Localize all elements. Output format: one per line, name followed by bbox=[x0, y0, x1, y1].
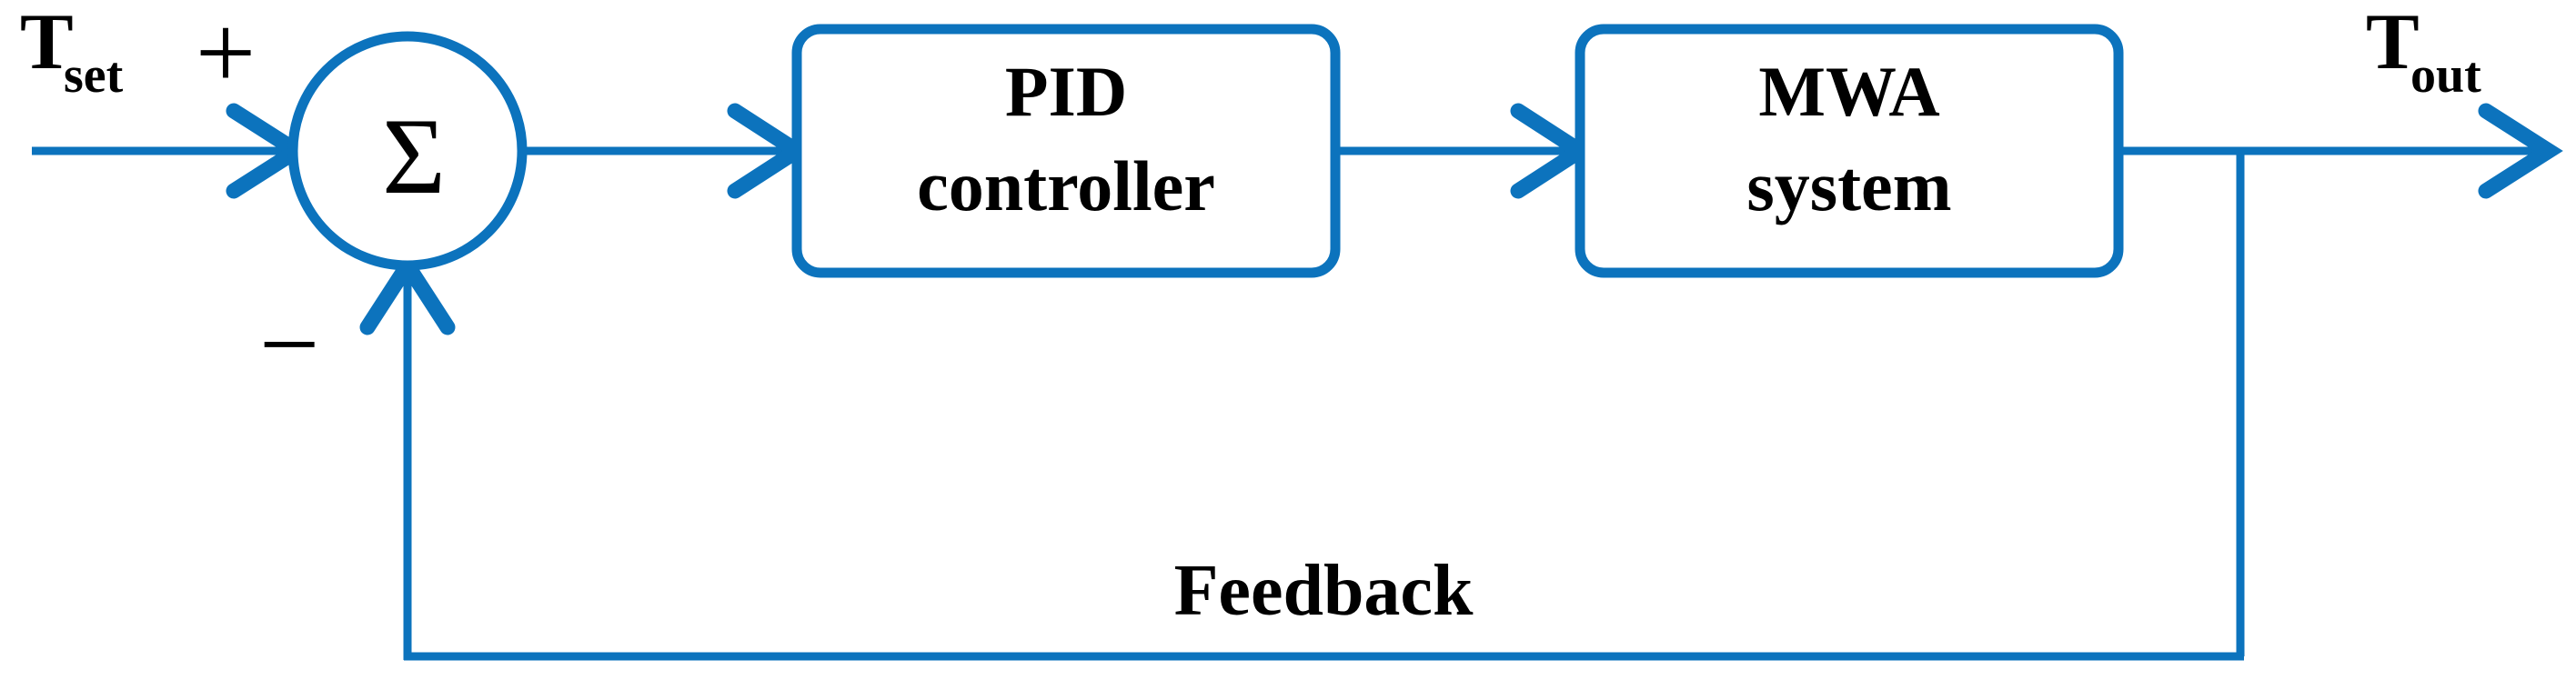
output-signal-label: T out bbox=[2366, 0, 2481, 104]
summing-junction-circle bbox=[287, 31, 528, 271]
mwa-system-label-line-2: system bbox=[1746, 146, 1951, 225]
plus-sign: + bbox=[196, 0, 257, 112]
mwa-system-box bbox=[1575, 24, 2124, 278]
mwa-system-label-line-1: MWA bbox=[1758, 52, 1939, 131]
pid-controller-box bbox=[791, 24, 1341, 278]
minus-sign: − bbox=[259, 285, 320, 404]
arrowheads bbox=[226, 103, 2563, 335]
feedback-label: Feedback bbox=[1174, 551, 1474, 631]
input-signal-subscript: set bbox=[64, 47, 124, 104]
block-mwa-system[interactable]: MWA system bbox=[1575, 24, 2124, 278]
summing-junction[interactable]: Σ bbox=[287, 31, 528, 271]
output-signal-symbol: T bbox=[2366, 0, 2420, 86]
pid-controller-label-line-1: PID bbox=[1005, 52, 1127, 131]
pid-controller-label-line-2: controller bbox=[917, 146, 1215, 225]
input-signal-label: T set bbox=[20, 0, 124, 104]
input-signal-symbol: T bbox=[20, 0, 74, 86]
arrowhead-mwa-to-output bbox=[2478, 103, 2563, 199]
summing-junction-sigma: Σ bbox=[382, 95, 446, 216]
signal-paths bbox=[32, 146, 2547, 661]
block-pid-controller[interactable]: PID controller bbox=[791, 24, 1341, 278]
output-signal-subscript: out bbox=[2410, 47, 2481, 104]
